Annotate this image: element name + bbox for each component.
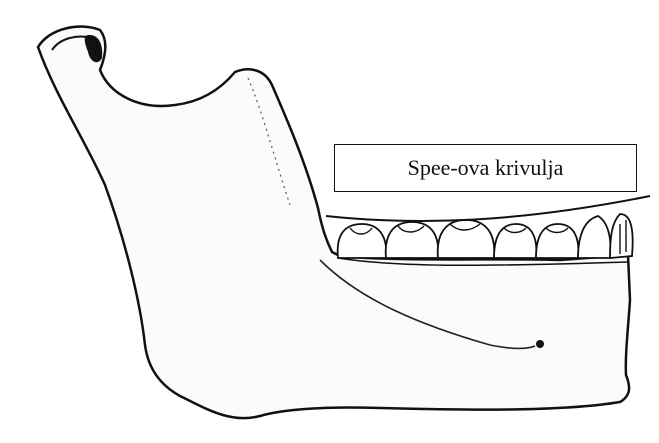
molar-2 xyxy=(386,222,439,258)
curve-label-box: Spee-ova krivulja xyxy=(334,144,637,192)
molar-3 xyxy=(338,224,387,258)
molar-1 xyxy=(438,220,495,258)
mandible-outline xyxy=(38,27,630,419)
canine xyxy=(578,216,611,258)
premolar-1 xyxy=(536,224,578,258)
premolar-2 xyxy=(494,224,536,258)
curve-of-spee-line xyxy=(326,196,650,221)
mental-foramen xyxy=(536,340,544,348)
curve-label-text: Spee-ova krivulja xyxy=(408,155,564,181)
incisors xyxy=(610,214,633,258)
